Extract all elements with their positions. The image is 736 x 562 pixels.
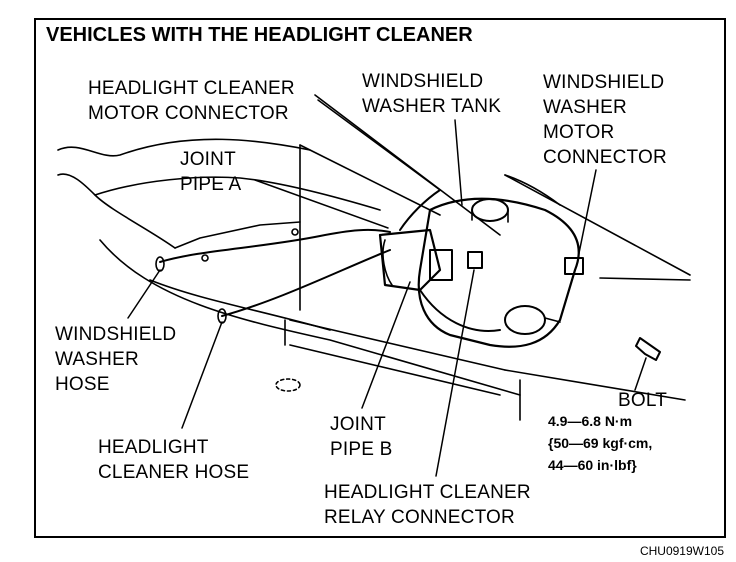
panel-hole-2 (291, 228, 299, 236)
label-headlight-cleaner-motor-connector: HEADLIGHT CLEANER MOTOR CONNECTOR (88, 76, 295, 126)
washer-motor-connector-body (564, 257, 584, 275)
tank-strap (504, 174, 561, 206)
hc-connector (429, 249, 453, 281)
hose-upper (399, 189, 441, 231)
leader-bolt (634, 357, 647, 391)
leader-lines (127, 99, 647, 477)
label-joint-pipe-b: JOINT PIPE B (330, 412, 392, 462)
label-windshield-washer-tank: WINDSHIELD WASHER TANK (362, 69, 501, 119)
frame-line-3 (289, 319, 506, 371)
washer-motor (504, 305, 546, 335)
figure-title: VEHICLES WITH THE HEADLIGHT CLEANER (46, 24, 473, 46)
leader-relay-connector (435, 269, 475, 477)
label-line: HEADLIGHT CLEANER (88, 78, 295, 99)
hood-edge (94, 176, 381, 211)
label-line: CONNECTOR (543, 147, 667, 168)
relay-connector-body (467, 251, 483, 269)
label-line: WINDSHIELD (55, 324, 177, 345)
torque-line: 4.9—6.8 N·m (548, 413, 633, 429)
inner-panel (174, 221, 301, 249)
label-windshield-washer-hose: WINDSHIELD WASHER HOSE (55, 322, 176, 397)
leader-joint-pipe-a (254, 179, 389, 229)
hose-lower (419, 289, 501, 332)
hose-washer (159, 228, 391, 263)
hc-bracket (382, 239, 393, 286)
label-line: HOSE (55, 374, 110, 395)
fender-outline (57, 138, 311, 157)
label-line: PIPE B (330, 439, 393, 460)
body-edge-lower (99, 239, 521, 396)
label-line: WINDSHIELD (543, 72, 665, 93)
torque-line: 44—60 in·lbf} (548, 457, 637, 473)
frame-line-8 (599, 277, 691, 281)
frame-line-10 (314, 94, 501, 236)
frame-line-9 (504, 174, 691, 276)
leader-washer-tank (454, 119, 463, 206)
label-bolt: BOLT (618, 390, 668, 411)
motor-outlet (544, 317, 561, 323)
frame-line-2 (299, 144, 441, 216)
label-line: WASHER (55, 349, 139, 370)
label-line: WINDSHIELD (362, 71, 484, 92)
tank-cap (471, 198, 509, 222)
label-line: RELAY CONNECTOR (324, 507, 515, 528)
label-windshield-washer-motor-connector: WINDSHIELD WASHER MOTOR CONNECTOR (543, 70, 667, 170)
figure-frame (34, 18, 726, 538)
leader-joint-pipe-b (361, 281, 411, 409)
hose-headlight (221, 249, 391, 317)
hose-clip-1 (155, 256, 165, 272)
label-headlight-cleaner-relay-connector: HEADLIGHT CLEANER RELAY CONNECTOR (324, 480, 531, 530)
label-line: HEADLIGHT (98, 437, 209, 458)
label-line: JOINT (330, 414, 386, 435)
label-line: PIPE A (180, 174, 242, 195)
bolt-shape (635, 337, 661, 361)
ground-mark (275, 378, 301, 392)
label-line: CLEANER HOSE (98, 462, 250, 483)
label-line: MOTOR CONNECTOR (88, 103, 289, 124)
figure-code: CHU0919W105 (639, 544, 724, 558)
leader-hc-hose (181, 321, 223, 429)
label-headlight-cleaner-hose: HEADLIGHT CLEANER HOSE (98, 435, 249, 485)
frame-line-4 (504, 369, 686, 401)
leader-washer-hose (127, 269, 161, 319)
washer-tank (417, 197, 580, 348)
torque-line: {50—69 kgf·cm, (548, 435, 653, 451)
torque-spec: 4.9—6.8 N·m {50—69 kgf·cm, 44—60 in·lbf} (548, 410, 652, 476)
leader-washer-motor-connector (577, 169, 597, 259)
label-line: MOTOR (543, 122, 615, 143)
label-joint-pipe-a: JOINT PIPE A (180, 147, 241, 197)
panel-hole (201, 254, 209, 262)
frame-line-6 (289, 344, 501, 396)
label-line: JOINT (180, 149, 236, 170)
label-line: WASHER TANK (362, 96, 502, 117)
label-line: HEADLIGHT CLEANER (324, 482, 531, 503)
fender-curve (57, 173, 176, 249)
tank-neck (471, 209, 509, 223)
leader-hc-motor-connector (317, 99, 441, 191)
label-line: WASHER (543, 97, 627, 118)
